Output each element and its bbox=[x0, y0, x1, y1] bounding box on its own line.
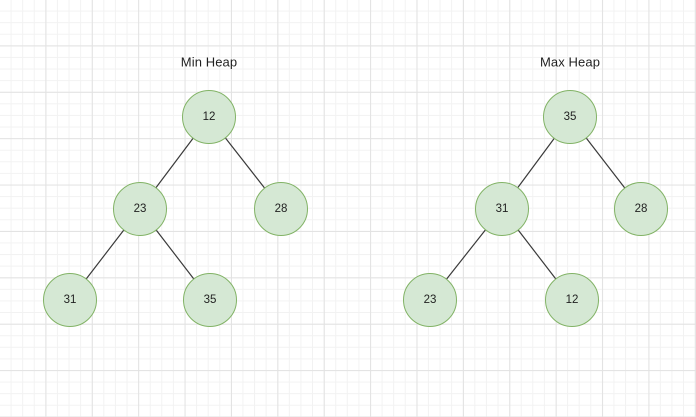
tree-edge bbox=[585, 137, 626, 189]
tree-edge bbox=[155, 138, 194, 188]
node-label: 28 bbox=[634, 203, 648, 215]
tree-edge bbox=[517, 229, 557, 280]
node-label: 35 bbox=[203, 294, 217, 306]
tree-edge bbox=[517, 138, 555, 188]
tree-node[interactable]: 35 bbox=[543, 90, 597, 144]
tree-edge bbox=[225, 137, 265, 189]
tree-node[interactable]: 31 bbox=[43, 273, 97, 327]
tree-node[interactable]: 28 bbox=[614, 182, 668, 236]
tree-node[interactable]: 28 bbox=[254, 182, 308, 236]
node-label: 12 bbox=[565, 294, 579, 306]
tree-node[interactable]: 12 bbox=[545, 273, 599, 327]
node-label: 23 bbox=[133, 203, 147, 215]
node-label: 23 bbox=[423, 294, 437, 306]
tree-title-min-heap: Min Heap bbox=[180, 54, 238, 70]
tree-edge bbox=[155, 229, 195, 280]
tree-edge bbox=[446, 229, 486, 280]
tree-title-max-heap: Max Heap bbox=[539, 54, 601, 70]
tree-node[interactable]: 23 bbox=[403, 273, 457, 327]
node-label: 31 bbox=[63, 294, 77, 306]
tree-node[interactable]: 23 bbox=[113, 182, 167, 236]
node-label: 12 bbox=[202, 111, 216, 123]
tree-edge bbox=[85, 229, 125, 280]
tree-node[interactable]: 31 bbox=[475, 182, 529, 236]
node-label: 35 bbox=[563, 111, 577, 123]
tree-node[interactable]: 12 bbox=[182, 90, 236, 144]
tree-node[interactable]: 35 bbox=[183, 273, 237, 327]
node-label: 28 bbox=[274, 203, 288, 215]
node-label: 31 bbox=[495, 203, 509, 215]
